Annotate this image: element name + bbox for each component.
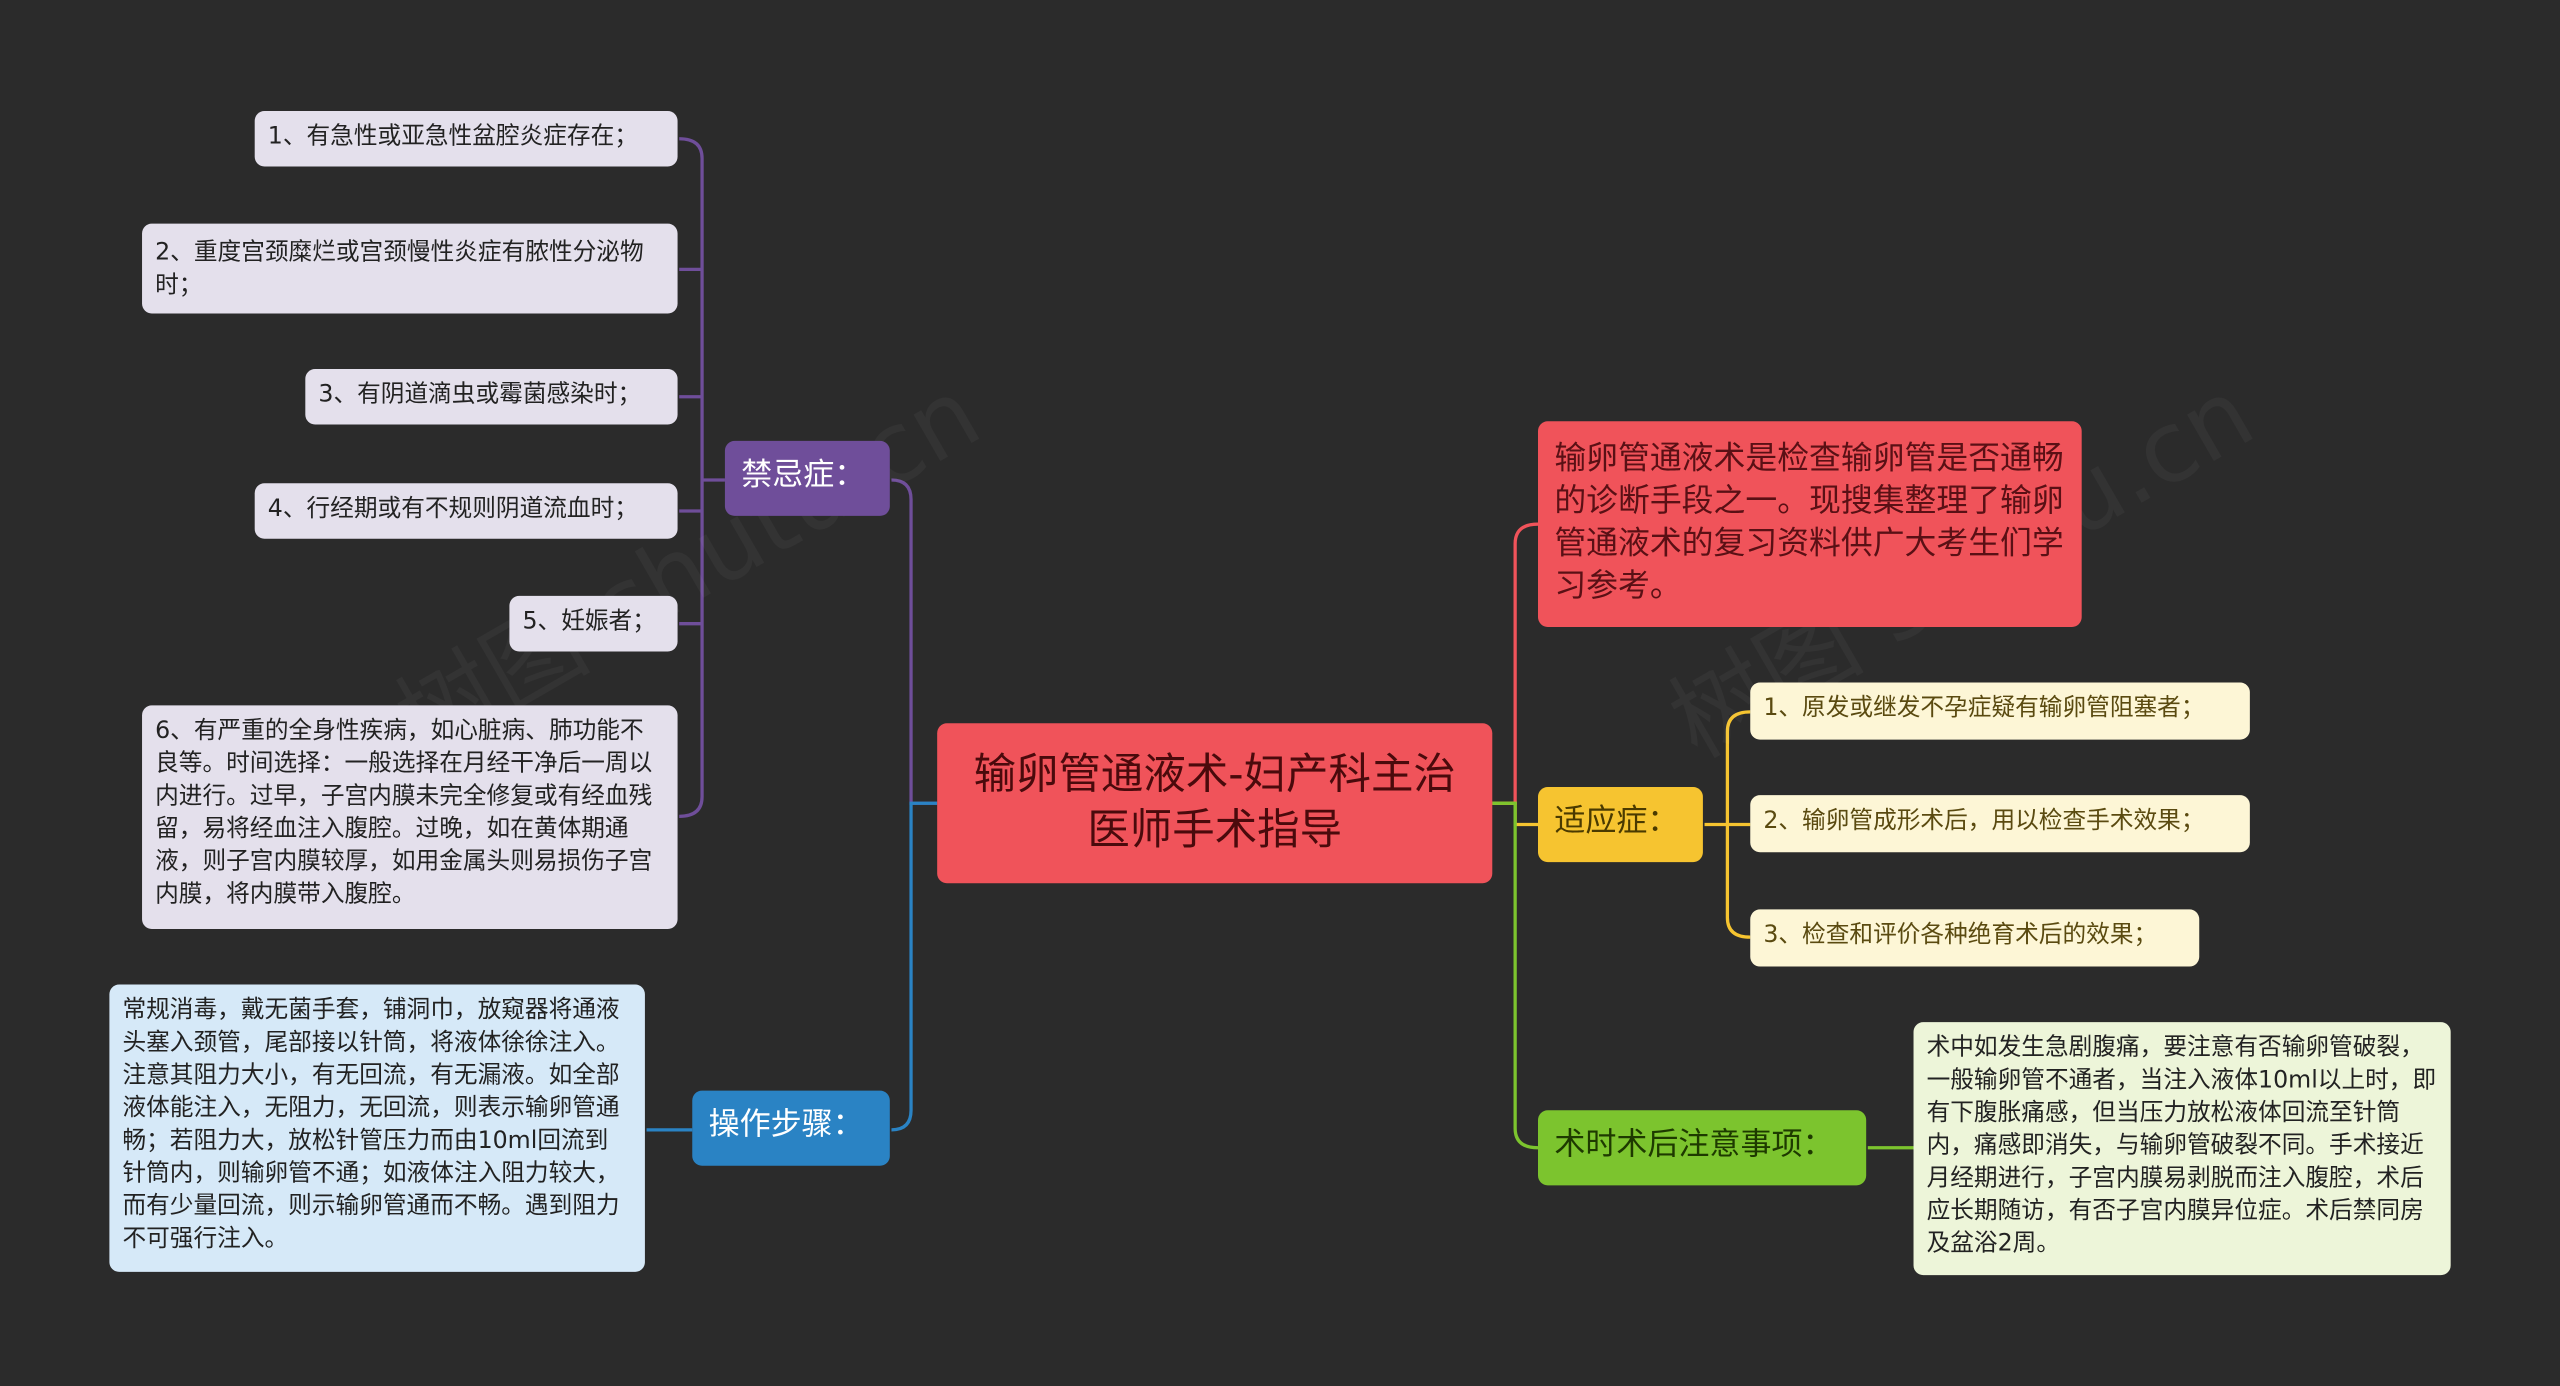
central-topic[interactable]: 输卵管通液术-妇产科主治 医师手术指导 bbox=[937, 723, 1493, 884]
branch-procedure[interactable]: 操作步骤： bbox=[692, 1090, 890, 1166]
central-topic-line2: 医师手术指导 bbox=[1087, 806, 1343, 856]
indication-item-3[interactable]: 3、检查和评价各种绝育术后的效果； bbox=[1750, 909, 2200, 967]
notes-text[interactable]: 术中如发生急剧腹痛，要注意有否输卵管破裂，一般输卵管不通者，当注入液体10ml以… bbox=[1913, 1022, 2451, 1276]
contra-item-5[interactable]: 5、妊娠者； bbox=[509, 595, 678, 652]
indication-item-2[interactable]: 2、输卵管成形术后，用以检查手术效果； bbox=[1750, 795, 2250, 853]
contra-item-1[interactable]: 1、有急性或亚急性盆腔炎症存在； bbox=[254, 111, 678, 167]
contra-item-3[interactable]: 3、有阴道滴虫或霉菌感染时； bbox=[305, 368, 678, 425]
contra-item-4[interactable]: 4、行经期或有不规则阴道流血时； bbox=[254, 483, 678, 539]
branch-contraindications[interactable]: 禁忌症： bbox=[724, 440, 890, 516]
branch-indications[interactable]: 适应症： bbox=[1538, 786, 1703, 863]
intro-node[interactable]: 输卵管通液术是检查输卵管是否通畅的诊断手段之一。现搜集整理了输卵管通液术的复习资… bbox=[1538, 421, 2082, 627]
indication-item-1[interactable]: 1、原发或继发不孕症疑有输卵管阻塞者； bbox=[1750, 682, 2250, 740]
procedure-text[interactable]: 常规消毒，戴无菌手套，铺洞巾，放窥器将通液头塞入颈管，尾部接以针筒，将液体徐徐注… bbox=[109, 984, 645, 1272]
branch-notes[interactable]: 术时术后注意事项： bbox=[1538, 1110, 1867, 1186]
central-topic-line1: 输卵管通液术-妇产科主治 bbox=[973, 751, 1456, 801]
contra-item-6[interactable]: 6、有严重的全身性疾病，如心脏病、肺功能不良等。时间选择：一般选择在月经干净后一… bbox=[142, 705, 678, 930]
contra-item-2[interactable]: 2、重度宫颈糜烂或宫颈慢性炎症有脓性分泌物时； bbox=[142, 223, 678, 314]
